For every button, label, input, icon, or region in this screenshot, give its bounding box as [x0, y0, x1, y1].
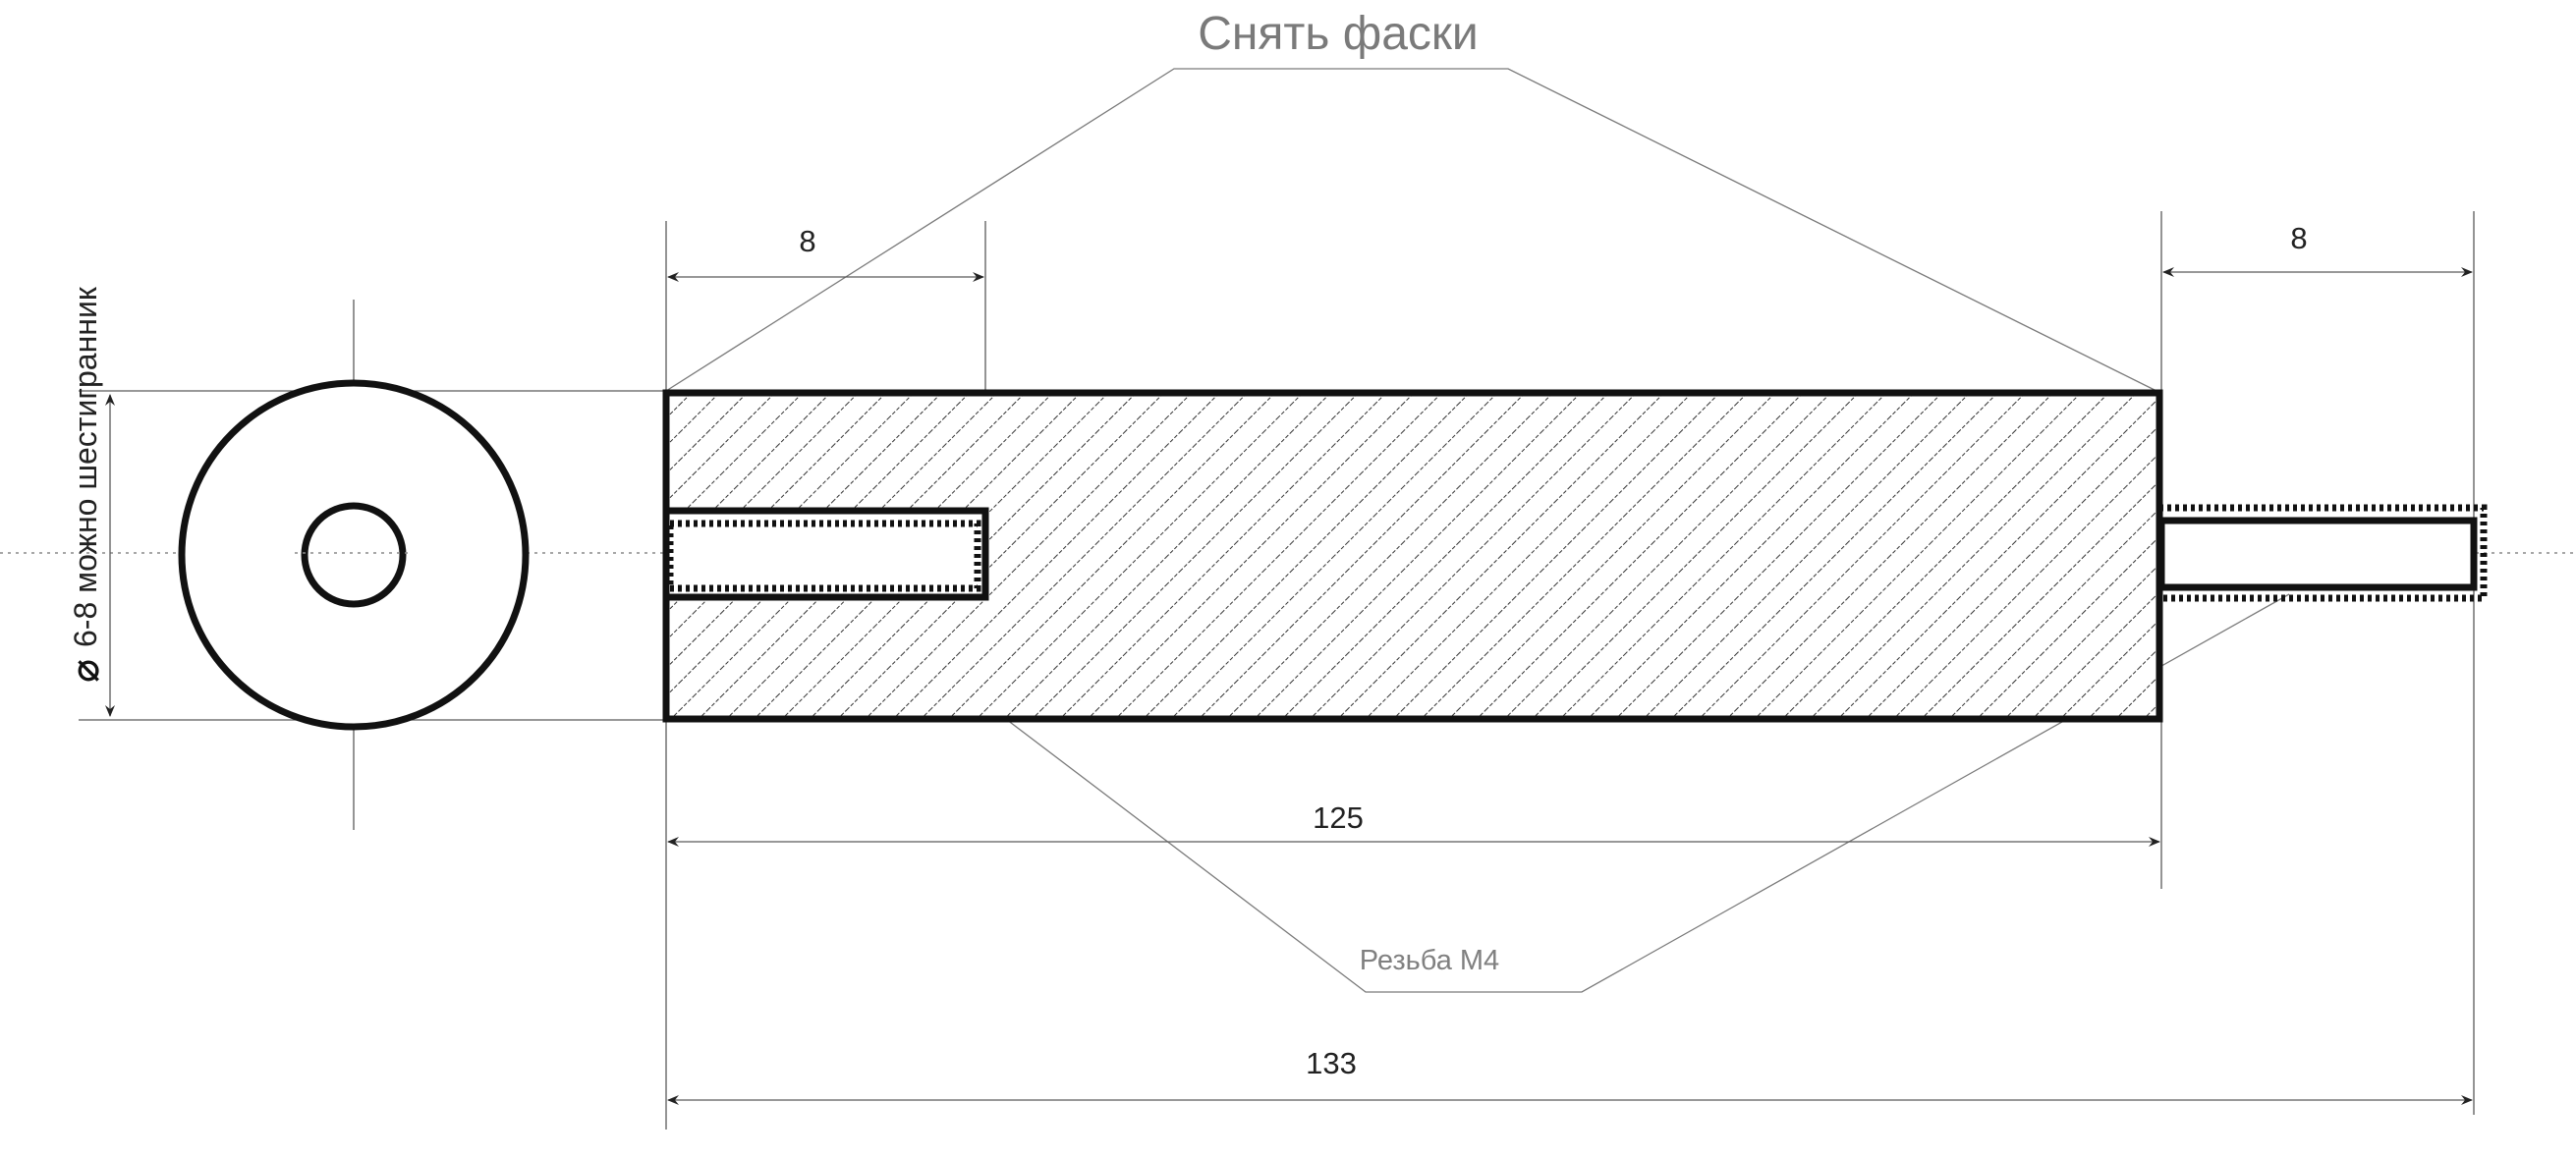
- body-length-dim-value: 125: [1313, 800, 1364, 835]
- thread-leader: [834, 588, 2290, 993]
- right-stud-dim-value: 8: [2290, 221, 2307, 255]
- chamfer-label: Снять фаски: [1198, 8, 1479, 60]
- end-view: [79, 300, 666, 830]
- diameter-note-group: ⌀ 6-8 можно шестигранник: [63, 286, 108, 683]
- inner-circle: [301, 502, 407, 608]
- left-hole-dim-value: 8: [799, 224, 815, 258]
- right-threaded-stud: [2156, 504, 2488, 602]
- overall-length-dim-value: 133: [1306, 1046, 1357, 1080]
- diameter-symbol: ⌀: [63, 659, 108, 683]
- diameter-note: 6-8 можно шестигранник: [68, 286, 103, 647]
- left-threaded-hole: [662, 507, 989, 601]
- chamfer-leader: [665, 68, 2157, 392]
- thread-label: Резьба М4: [1360, 945, 1499, 976]
